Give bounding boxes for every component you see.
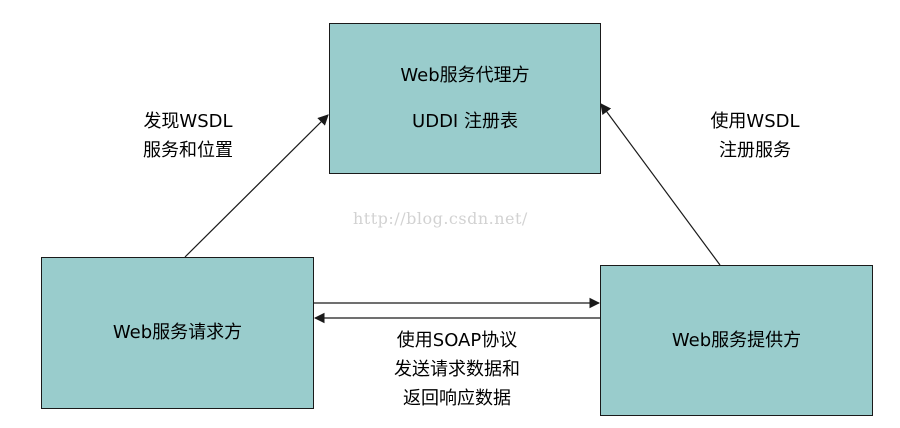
soap-edge-label: 使用SOAP协议 发送请求数据和 返回响应数据 bbox=[372, 326, 542, 413]
soap-line-2: 发送请求数据和 bbox=[394, 359, 520, 380]
publish-edge-label: 使用WSDL 注册服务 bbox=[697, 107, 813, 165]
soap-line-1: 使用SOAP协议 bbox=[396, 330, 518, 351]
publish-arrow bbox=[600, 103, 721, 266]
discover-line-1: 发现WSDL bbox=[143, 111, 233, 132]
watermark-text: http://blog.csdn.net/ bbox=[353, 209, 528, 228]
publish-line-2: 注册服务 bbox=[719, 140, 791, 161]
discover-arrow bbox=[184, 114, 329, 258]
discover-edge-label: 发现WSDL 服务和位置 bbox=[130, 107, 246, 165]
soap-line-3: 返回响应数据 bbox=[403, 388, 511, 409]
provider-node: Web服务提供方 bbox=[600, 265, 873, 416]
requester-node: Web服务请求方 bbox=[41, 257, 314, 409]
publish-line-1: 使用WSDL bbox=[710, 111, 800, 132]
registry-title: Web服务代理方 bbox=[400, 64, 530, 86]
discover-line-2: 服务和位置 bbox=[143, 140, 233, 161]
registry-node: Web服务代理方 UDDI 注册表 bbox=[329, 23, 601, 174]
provider-label: Web服务提供方 bbox=[671, 329, 802, 351]
registry-subtitle: UDDI 注册表 bbox=[412, 110, 518, 132]
requester-label: Web服务请求方 bbox=[112, 322, 243, 344]
